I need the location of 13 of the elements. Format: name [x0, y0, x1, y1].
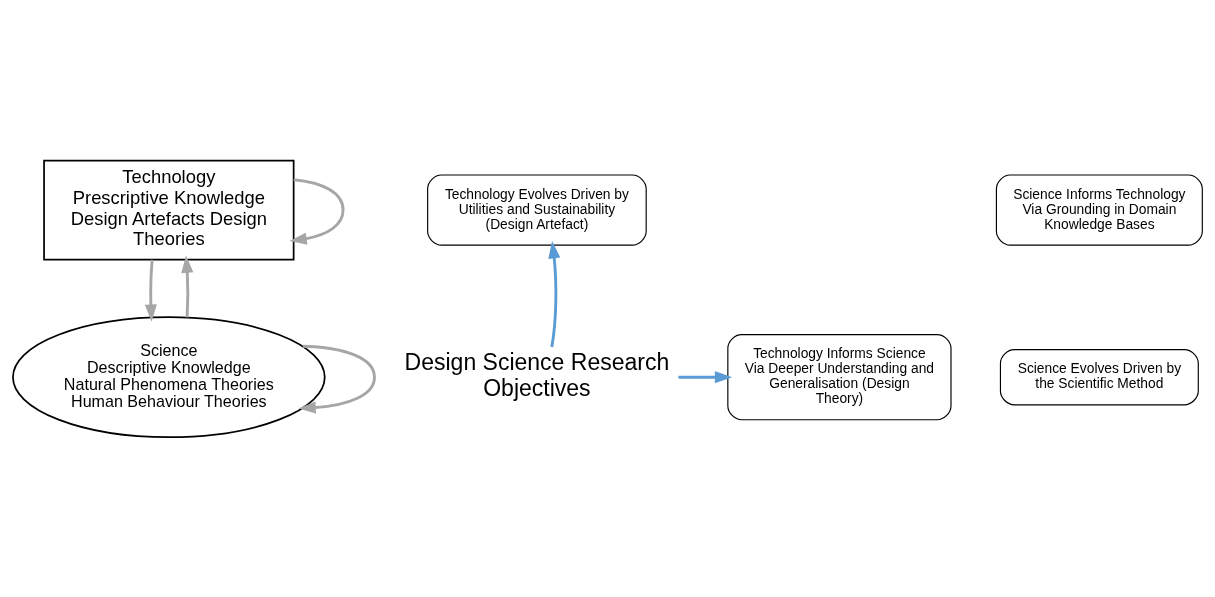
node-ellipse: Science Descriptive Knowledge Natural Phenomena Theories Human Behaviour Theories [12, 315, 326, 438]
arrow [181, 254, 194, 317]
arrow [298, 344, 376, 414]
arrow [289, 177, 345, 245]
arrow [678, 370, 733, 383]
arrow [548, 240, 561, 347]
node-box: Technology Evolves Driven by Utilities and Sustainability (Design Artefact) [427, 173, 647, 246]
node-box: Technology Prescriptive Knowledge Design Artefacts Design Theories [43, 159, 295, 260]
node-box: Science Informs Technology Via Grounding in Domain Knowledge Bases [995, 173, 1203, 246]
node-text: Design Science Research Objectives [404, 348, 670, 401]
arrow [144, 259, 157, 322]
node-box: Technology Informs Science Via Deeper Understanding and Generalisation (Design Theory) [727, 333, 952, 420]
node-box: Science Evolves Driven by the Scientific Method [999, 348, 1199, 405]
